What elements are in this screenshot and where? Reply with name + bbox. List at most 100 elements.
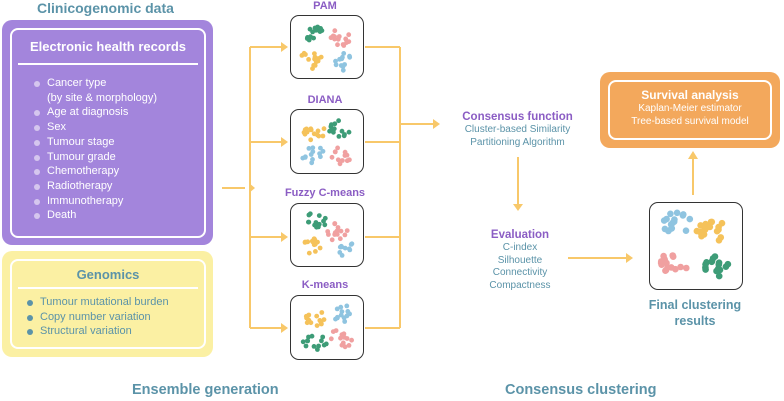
ehr-divider [18,63,198,65]
cluster-point [335,157,341,163]
cluster-point [340,64,346,69]
evaluation-metric: Silhouette [497,254,543,266]
cluster-point [305,338,310,344]
genomics-list: Tumour mutational burden Copy number var… [24,295,169,339]
cluster-point [322,222,328,228]
cluster-point [669,252,676,259]
cluster-point [342,232,348,238]
cluster-point [338,228,344,234]
cluster-point [308,137,314,143]
genomics-item: Structural variation [24,324,169,339]
cluster-point [668,225,676,232]
cluster-point [680,211,687,218]
method-title-pam: PAM [313,0,337,12]
cluster-point [310,145,316,151]
cluster-point [334,306,340,312]
cluster-point [342,153,348,158]
cluster-point [337,161,343,167]
consensus-clustering-title: Consensus clustering [505,382,657,398]
cluster-point [313,249,318,254]
cluster-point [697,222,704,229]
cluster-point [314,313,320,319]
cluster-point [349,337,354,343]
cluster-point [331,126,337,132]
final-results-line: Final clustering [648,298,742,312]
cluster-point [683,264,690,272]
survival-title: Survival analysis [641,88,739,102]
cluster-point [313,59,319,65]
genomics-item: Tumour mutational burden [24,295,169,310]
cluster-point [339,309,345,314]
cluster-point [347,53,352,59]
cluster-point [344,336,350,341]
cluster-point [308,126,314,132]
cluster-point [342,319,348,324]
cluster-point [320,334,326,340]
evaluation-block: Evaluation C-index Silhouette Connectivi… [470,228,570,292]
cluster-point [328,336,334,342]
kmeans-cluster-plot [290,295,364,360]
cluster-point [309,160,315,166]
cluster-point [316,213,322,218]
genomics-inner-frame: Genomics Tumour mutational burden Copy n… [10,259,206,349]
evaluation-metric: C-index [502,242,538,253]
cluster-point [693,227,701,235]
cluster-point [682,227,690,234]
ehr-item: Immunotherapy [31,194,157,209]
method-title-diana: DIANA [307,94,343,106]
genomics-panel: Genomics Tumour mutational burden Copy n… [2,251,213,357]
cluster-point [344,228,350,233]
cluster-point [306,219,312,225]
cluster-point [708,218,716,226]
cluster-point [660,217,668,224]
cluster-point [339,128,345,134]
cluster-point [333,58,338,64]
cluster-point [303,154,308,160]
cluster-point [340,158,345,163]
ehr-item: (by site & morphology) [47,91,158,104]
diana-cluster-plot [290,109,364,174]
ehr-item: Age at diagnosis [31,105,157,120]
cluster-point [342,245,348,251]
cluster-point [669,219,676,227]
ehr-item: Death [31,208,157,223]
cluster-point [667,210,674,218]
cluster-point [336,134,342,139]
cluster-point [306,37,312,43]
cluster-point [715,237,723,244]
pam-cluster-plot [290,15,364,79]
cluster-point [316,133,322,139]
cluster-point [329,154,335,160]
cluster-point [300,339,306,345]
cluster-point [303,313,309,319]
cluster-point [312,51,317,56]
cluster-point [713,267,720,275]
cluster-point [314,323,320,328]
cluster-point [308,152,314,157]
ensemble-generation-title: Ensemble generation [132,382,279,398]
cluster-point [708,258,716,265]
genomics-title: Genomics [76,267,140,282]
cluster-point [341,315,347,321]
cluster-point [673,209,681,217]
cluster-point [660,252,667,260]
cluster-point [348,242,354,247]
cluster-point [337,236,343,242]
cluster-point [336,118,341,124]
ehr-list: Cancer type (by site & morphology) Age a… [31,76,157,223]
cluster-point [346,39,352,44]
evaluation-title: Evaluation [490,229,550,241]
cluster-point [342,132,347,137]
ehr-item: Tumour stage [31,135,157,150]
cluster-point [306,317,311,323]
cluster-point [311,344,317,349]
cluster-point [702,266,709,273]
cluster-point [346,343,352,348]
cluster-point [306,212,312,218]
cluster-point [715,272,723,280]
cluster-point [301,50,307,56]
cluster-point [330,33,336,39]
method-title-kmeans: K-means [301,279,349,291]
ehr-item: Cancer type [31,76,157,91]
cluster-point [340,42,346,47]
